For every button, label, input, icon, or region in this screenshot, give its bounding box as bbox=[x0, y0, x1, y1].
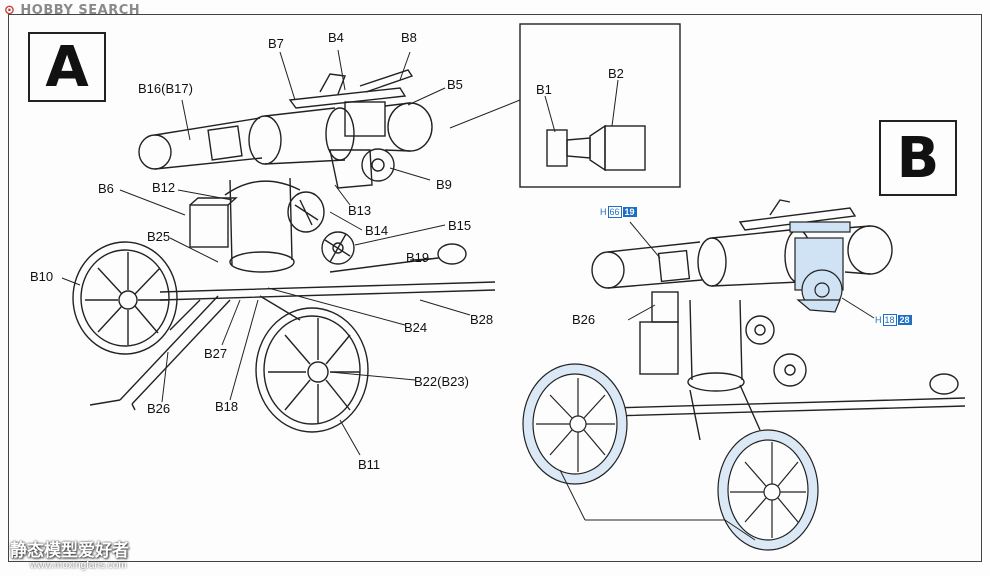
label-b10: B10 bbox=[30, 269, 54, 284]
label-b16: B16(B17) bbox=[138, 81, 193, 96]
label-b9: B9 bbox=[436, 177, 452, 192]
label-b6: B6 bbox=[98, 181, 114, 196]
step-b-wheels bbox=[522, 363, 819, 551]
label-b18: B18 bbox=[215, 399, 239, 414]
label-b22: B22(B23) bbox=[414, 374, 469, 389]
page-border bbox=[8, 14, 982, 562]
label-b11: B11 bbox=[358, 457, 381, 472]
step-b-new-parts bbox=[789, 221, 851, 313]
inset-pointer bbox=[449, 99, 521, 129]
watermark-url: www.moxingfans.com bbox=[30, 560, 127, 571]
label-b2: B2 bbox=[608, 66, 624, 81]
inset-parts bbox=[544, 79, 646, 172]
step-b-leader-lines bbox=[559, 221, 875, 541]
label-b15: B15 bbox=[448, 218, 472, 233]
label-b19: B19 bbox=[406, 250, 430, 265]
label-b14: B14 bbox=[365, 223, 389, 238]
label-b28: B28 bbox=[470, 312, 494, 327]
step-b-box: B bbox=[879, 120, 957, 196]
label-b27: B27 bbox=[204, 346, 228, 361]
label-b26-a: B26 bbox=[147, 401, 171, 416]
step-a-box: A bbox=[28, 32, 106, 102]
label-b26-b: B26 bbox=[572, 312, 596, 327]
label-b7: B7 bbox=[268, 36, 284, 51]
label-b25: B25 bbox=[147, 229, 171, 244]
label-b8: B8 bbox=[401, 30, 417, 45]
label-b24: B24 bbox=[404, 320, 428, 335]
label-b5: B5 bbox=[447, 77, 463, 92]
label-b4: B4 bbox=[328, 30, 344, 45]
step-a-leader-lines bbox=[61, 49, 471, 456]
b-highlight-top-bar bbox=[789, 221, 851, 233]
label-b1: B1 bbox=[536, 82, 552, 97]
inset-box bbox=[519, 23, 681, 188]
label-b13: B13 bbox=[348, 203, 372, 218]
label-b12: B12 bbox=[152, 180, 176, 195]
hobby-search-logo: ⊙ HOBBY SEARCH bbox=[4, 3, 141, 18]
watermark-chinese: 静态模型爱好者 bbox=[10, 541, 129, 561]
step-a-gun-drawing bbox=[72, 69, 496, 433]
